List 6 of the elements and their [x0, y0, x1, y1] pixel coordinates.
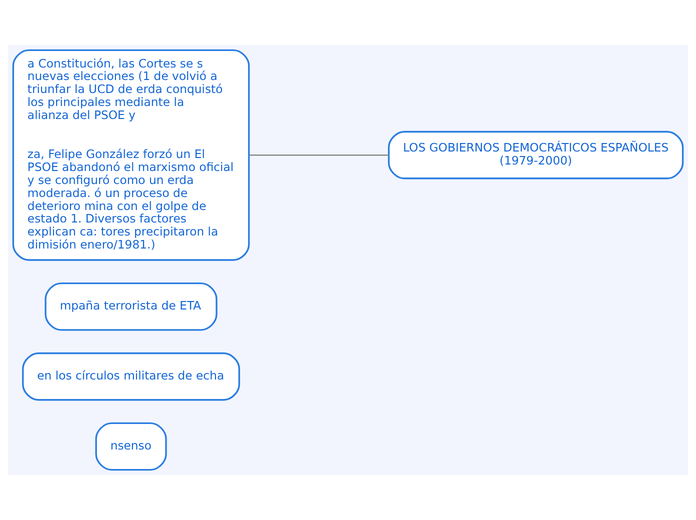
node-box: en los círculos militares de echa — [22, 352, 240, 401]
node-box: a Constitución, las Cortes se s nuevas elecciones (1 de volvió a triunfar la UCD de erda conquistó los principales mediante la alianza del PSOE y za, Felipe González forzó un El PSOE abandonó el marxismo oficial y se configuró como un erda moderada. ó un proceso de deterioro mina con el golpe de estado 1. Diversos factores explican ca: tores precipitaron la dimisión enero/1981.) — [12, 49, 250, 261]
node-box: nsenso — [95, 422, 167, 471]
node-box: mpaña terrorista de ETA — [44, 282, 218, 331]
connector — [249, 154, 389, 156]
node-box: LOS GOBIERNOS DEMOCRÁTICOS ESPAÑOLES (1979-2000) — [388, 130, 684, 180]
